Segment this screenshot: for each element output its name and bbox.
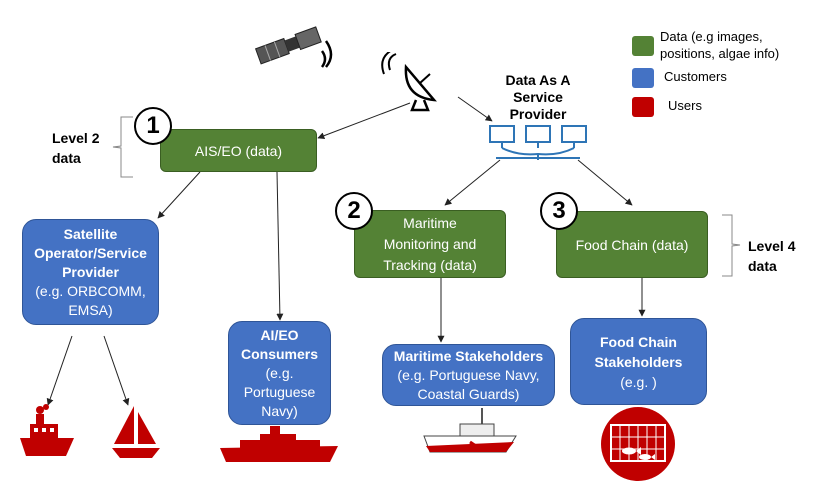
maritime-line2: Monitoring and [383,235,477,252]
coast-guard-boat-icon [423,408,517,453]
ais-eo-label: AIS/EO (data) [194,142,283,159]
legend-label-data: Data (e.g images, positions, algae info) [660,28,779,62]
legend-swatch-customers [632,68,654,88]
computer-network-icon [489,125,587,160]
legend-data-line1: Data (e.g images, [660,29,763,44]
maritime-data-box: Maritime Monitoring and Tracking (data) [354,210,506,278]
satellite-dish-icon [381,52,437,112]
daas-line3: Provider [509,106,567,122]
legend-data-line2: positions, algae info) [660,46,780,61]
level2-label: Level 2 data [52,128,99,168]
food-stake-line2: Stakeholders [594,353,683,370]
level4-brace [722,214,741,277]
sailboat-icon [112,406,160,458]
food-chain-data-box: Food Chain (data) [556,211,708,278]
maritime-stakeholders-box: Maritime Stakeholders (e.g. Portuguese N… [382,344,555,406]
food-chain-label: Food Chain (data) [575,236,689,253]
maritime-stake-line1: Maritime Stakeholders [393,347,544,364]
legend-label-users: Users [668,98,702,113]
arrow-dish-to-daas [457,96,493,122]
step-2-badge: 2 [335,192,373,230]
food-chain-stakeholders-box: Food Chain Stakeholders (e.g. ) [570,318,707,405]
satellite-icon [254,26,333,68]
level4-line1: Level 4 [748,238,796,254]
food-stake-line3: (e.g. ) [620,373,657,390]
satellite-line4: (e.g. ORBCOMM, [35,282,146,299]
step-3-badge: 3 [540,192,578,230]
daas-line1: Data As A [505,72,571,88]
maritime-stake-line2: (e.g. Portuguese Navy, [397,366,540,383]
tugboat-icon [20,404,74,456]
arrow-daas-to-maritime [444,159,501,206]
maritime-stake-line3: Coastal Guards) [417,385,520,402]
arrow-ais-to-satellite [157,171,201,219]
legend-label-customers: Customers [664,69,727,84]
legend-swatch-users [632,97,654,117]
step-1-badge: 1 [134,107,172,145]
navy-ship-icon [220,426,338,462]
level2-brace [112,116,133,178]
aieo-line4: Portuguese [243,383,316,400]
satellite-line3: Provider [62,263,119,280]
arrow-daas-to-food [577,159,633,206]
arrow-satellite-to-sailboat [103,335,130,406]
daas-label: Data As A Service Provider [488,72,588,123]
maritime-line1: Maritime [403,214,457,231]
level2-line2: data [52,150,81,166]
level4-label: Level 4 data [748,236,795,276]
ais-eo-data-box: AIS/EO (data) [160,129,317,172]
maritime-line3: Tracking (data) [383,256,477,273]
satellite-operator-box: Satellite Operator/Service Provider (e.g… [22,219,159,325]
fish-farm-icon [601,407,675,481]
level4-line2: data [748,258,777,274]
daas-line2: Service [513,89,563,105]
aieo-line2: Consumers [240,345,319,362]
arrow-ais-to-aieo [276,171,284,321]
aieo-line1: AI/EO [260,326,299,343]
level2-line1: Level 2 [52,130,100,146]
arrow-satellite-to-tug [46,335,73,406]
satellite-line2: Operator/Service [34,244,147,261]
aieo-line3: (e.g. [265,364,294,381]
ai-eo-consumers-box: AI/EO Consumers (e.g. Portuguese Navy) [228,321,331,425]
legend-swatch-data [632,36,654,56]
aieo-line5: Navy) [261,402,298,419]
arrow-dish-to-ais [317,102,411,140]
satellite-line1: Satellite [63,225,118,242]
food-stake-line1: Food Chain [600,333,677,350]
satellite-line5: EMSA) [68,301,113,318]
